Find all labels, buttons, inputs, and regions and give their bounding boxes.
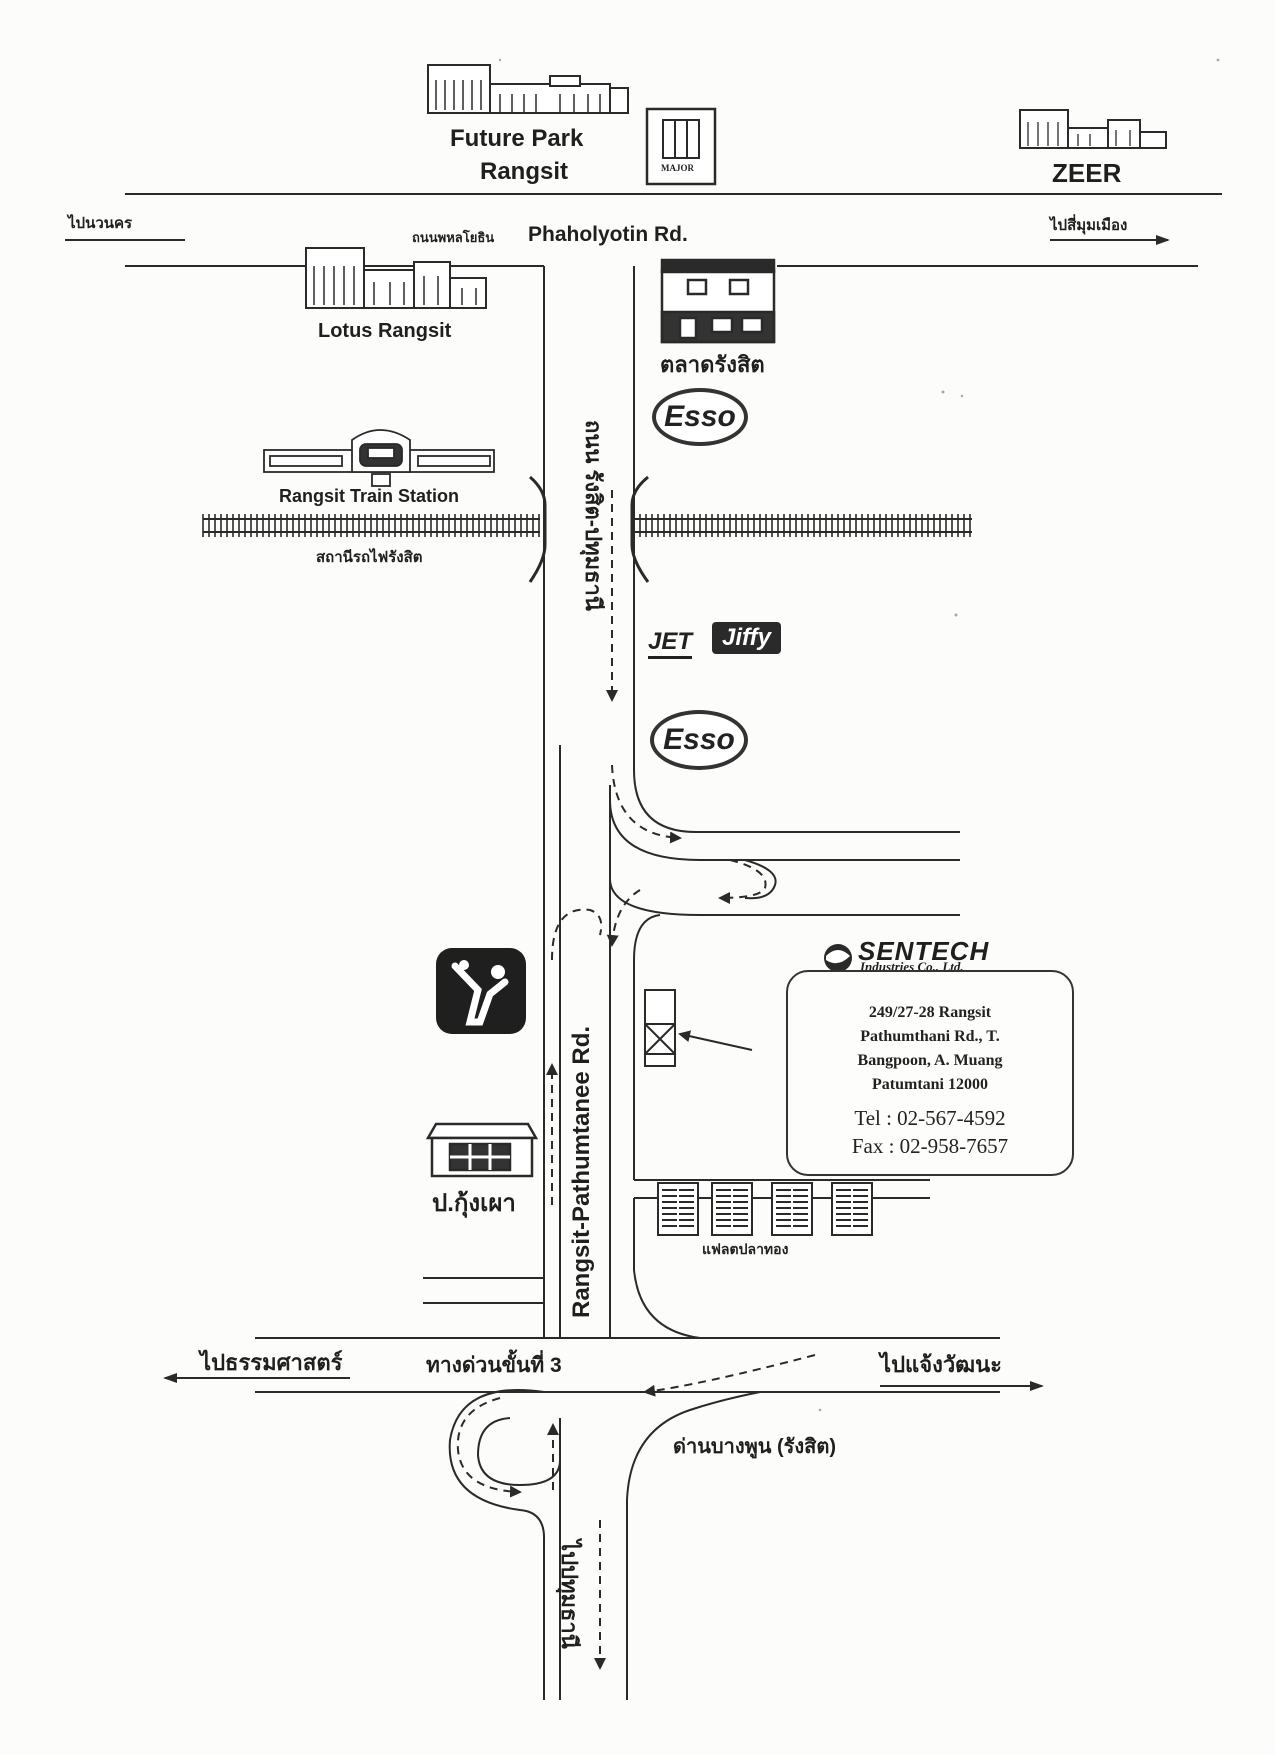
future-park-building-icon — [427, 64, 629, 114]
flats-label: แฟลตปลาทอง — [702, 1241, 789, 1257]
toll-curve — [626, 1391, 761, 1501]
market-label: ตลาดรังสิต — [660, 352, 765, 377]
route-arrow-east-turn — [611, 764, 682, 844]
rangsit-road-east-curve — [633, 769, 960, 833]
company-pointer-arrow — [678, 1030, 753, 1051]
train-station-label-en: Rangsit Train Station — [279, 486, 460, 506]
route-arrow-uturn — [718, 859, 767, 904]
company-logo-name: SENTECH — [858, 936, 990, 966]
route-arrow-down-to-company — [606, 889, 641, 947]
major-cineplex-logo-icon — [645, 107, 717, 186]
major-logo-label: MAJOR — [661, 163, 694, 173]
company-logo-subtitle: Industries Co., Ltd. — [860, 959, 964, 974]
expressway-left-label: ไปธรรมศาสตร์ — [200, 1350, 343, 1375]
police-station-label: ป.กุ้งเผา — [432, 1190, 516, 1217]
lotus-label: Lotus Rangsit — [318, 320, 452, 342]
address-line-2: Pathumthani Rd., T. — [860, 1028, 1000, 1045]
address-line-3: Bangpoon, A. Muang — [857, 1052, 1003, 1069]
company-fax: Fax : 02-958-7657 — [851, 1134, 1009, 1158]
phaholyotin-en-label: Phaholyotin Rd. — [528, 223, 688, 246]
railway-ties — [202, 514, 971, 537]
expressway-center-label: ทางด่วนขั้นที่ 3 — [426, 1354, 562, 1377]
police-station-building-icon — [425, 1122, 539, 1178]
slip-road-curve-a — [609, 799, 960, 861]
future-park-label-line2: Rangsit — [480, 158, 569, 185]
rangsit-pathum-en-label: Rangsit-Pathumtanee Rd. — [568, 1025, 595, 1318]
address-line-4: Patumtani 12000 — [872, 1076, 988, 1093]
company-tel: Tel : 02-567-4592 — [854, 1106, 1006, 1130]
bridge-brackets — [528, 475, 650, 583]
uturn-east — [744, 859, 777, 900]
flats-road-curve — [633, 1198, 701, 1339]
rangsit-pathum-th-label: ถนน รังสิต-ปทุมธานี — [581, 420, 606, 611]
zeer-label: ZEER — [1052, 158, 1122, 188]
interchange-loop-outer — [448, 1389, 546, 1700]
to-pathum-label: ไปปทุมธานี — [557, 1540, 582, 1649]
left-direction-top-label: ไปนวนคร — [68, 215, 133, 232]
scan-speckles — [498, 58, 1220, 1412]
jet-logo: JET — [648, 628, 693, 659]
train-station-building-icon — [263, 429, 495, 487]
toll-booth-label: ด่านบางพูน (รังสิต) — [673, 1436, 837, 1458]
phaholyotin-th-label: ถนนพหลโยธิน — [412, 230, 495, 245]
zeer-building-icon — [1019, 109, 1167, 149]
interchange-loop-inner — [476, 1417, 561, 1487]
expressway-right-label: ไปแจ้งวัฒนะ — [880, 1352, 1002, 1377]
route-arrow-loop — [456, 1397, 522, 1498]
rangsit-road-east-lower-curve — [633, 914, 661, 1180]
future-park-label: Future Park — [450, 125, 584, 152]
esso-logo-1: Esso — [652, 388, 748, 446]
right-direction-top-label: ไปสี่มุมเมือง — [1050, 217, 1128, 234]
address-line-1: 249/27-28 Rangsit — [868, 1004, 992, 1021]
rangsit-market-building-icon — [660, 258, 776, 344]
route-arrow-exit-ramp — [643, 1354, 816, 1397]
company-location-marker-icon — [644, 989, 676, 1067]
jiffy-logo: Jiffy — [712, 622, 781, 654]
sentech-logo-icon — [824, 944, 852, 972]
company-address-box: 249/27-28 Rangsit Pathumthani Rd., T. Ba… — [786, 970, 1074, 1176]
esso-logo-2: Esso — [650, 710, 748, 770]
slip-road-curve-b — [609, 879, 960, 916]
golf-course-icon — [436, 948, 526, 1034]
route-arrow-curve-top — [551, 908, 603, 961]
flats-windows — [662, 1186, 868, 1233]
train-station-label-th: สถานีรถไฟรังสิต — [316, 549, 423, 566]
lotus-building-icon — [305, 247, 487, 309]
